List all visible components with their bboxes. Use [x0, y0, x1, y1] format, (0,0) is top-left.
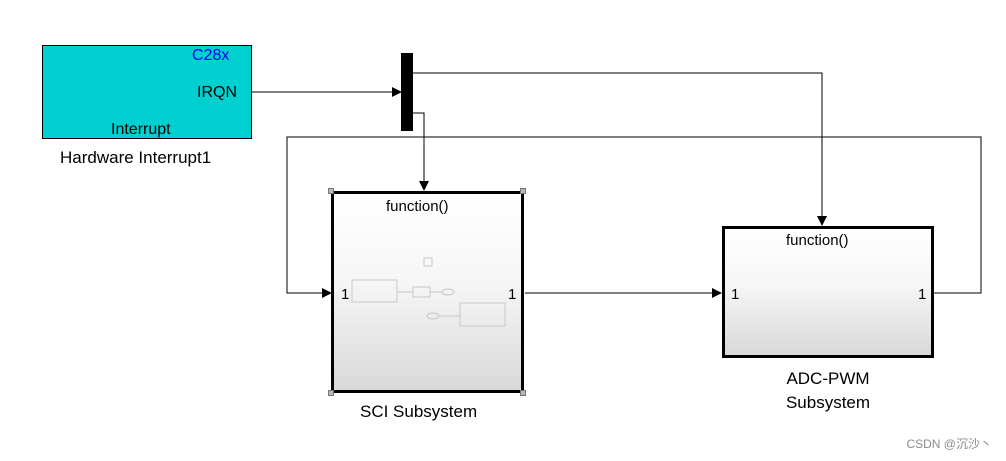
mux-block[interactable] [401, 53, 413, 131]
adc-pwm-name-line2: Subsystem [785, 393, 871, 412]
sci-subsystem-name: SCI Subsystem [360, 402, 478, 421]
irqn-port-label: IRQN [197, 84, 237, 101]
adc-pwm-name-line1: ADC-PWM [786, 369, 870, 388]
sci-mini-preview [351, 257, 506, 327]
adc-out-port-label: 1 [918, 286, 927, 303]
interrupt-target-label: C28x [192, 47, 230, 64]
interrupt-caption: Interrupt [111, 121, 171, 138]
sci-subsystem-block[interactable] [331, 191, 524, 393]
hardware-interrupt-block[interactable] [42, 45, 252, 139]
sci-out-port-label: 1 [508, 286, 517, 303]
wire-adc-feedback-to-sci[interactable] [286, 136, 982, 298]
sci-in-port-label: 1 [341, 286, 350, 303]
adc-in-port-label: 1 [731, 286, 740, 303]
selection-handle[interactable] [520, 188, 526, 194]
selection-handle[interactable] [328, 188, 334, 194]
selection-handle[interactable] [520, 390, 526, 396]
adc-pwm-subsystem-block[interactable] [722, 226, 934, 358]
selection-handle[interactable] [328, 390, 334, 396]
adc-trigger-label: function() [786, 232, 849, 249]
watermark: CSDN @沉沙丶 [906, 437, 992, 451]
hardware-interrupt-name: Hardware Interrupt1 [60, 148, 212, 167]
wire-mux-to-sci-trigger[interactable] [413, 112, 429, 191]
wire-mux-to-adc-trigger[interactable] [413, 72, 827, 226]
sci-trigger-label: function() [386, 198, 449, 215]
